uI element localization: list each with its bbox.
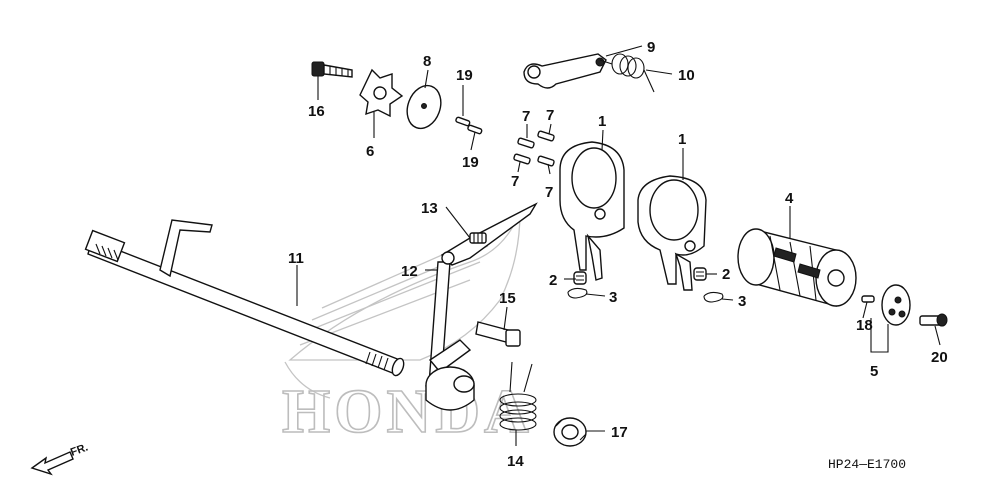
cam-pin-18-part (861, 295, 875, 303)
callout-8: 8 (423, 53, 431, 70)
clip-left-part (567, 287, 588, 299)
callout-17: 17 (611, 424, 628, 441)
gearshift-spindle-part (84, 219, 405, 377)
callout-1-left: 1 (598, 113, 606, 130)
callout-18: 18 (856, 317, 873, 334)
callout-7-d: 7 (545, 184, 553, 201)
callout-7-a: 7 (522, 108, 530, 125)
callout-14: 14 (507, 453, 524, 470)
fork-pin-right-part (693, 267, 707, 281)
clip-right-part (703, 291, 724, 303)
callout-1-right: 1 (678, 131, 686, 148)
callout-3-left: 3 (609, 289, 617, 306)
fork-pin-left-part (573, 271, 587, 285)
shift-cam-part (881, 284, 911, 326)
callout-3-right: 3 (738, 293, 746, 310)
callout-6: 6 (366, 143, 374, 160)
callout-4: 4 (785, 190, 794, 207)
shift-fork-left-part (559, 141, 625, 281)
stopper-plate-part (359, 68, 404, 118)
callout-2-right: 2 (722, 266, 730, 283)
plate-8-part (406, 84, 442, 130)
dowel-pins-19-part (455, 116, 483, 135)
gearshift-arm-part (425, 202, 538, 411)
cam-bolt-20-part (919, 313, 948, 327)
callout-7-b: 7 (546, 107, 554, 124)
callout-19-bottom: 19 (462, 154, 479, 171)
callout-11: 11 (288, 250, 304, 267)
pin-13-part (469, 232, 487, 244)
callout-10: 10 (678, 67, 695, 84)
front-direction-arrow: FR. (30, 441, 90, 476)
callout-5: 5 (870, 363, 878, 380)
oil-seal-part (553, 417, 587, 447)
shift-drum-part (737, 228, 857, 307)
callout-labels: 1 1 2 2 3 3 4 5 6 7 7 7 7 8 9 10 11 12 1… (288, 39, 948, 470)
diagram-code: HP24—E1700 (828, 457, 906, 472)
callout-7-c: 7 (511, 173, 519, 190)
callout-12: 12 (401, 263, 418, 280)
callout-2-left: 2 (549, 272, 557, 289)
callout-9: 9 (647, 39, 655, 56)
callout-15: 15 (499, 290, 516, 307)
callout-13: 13 (421, 200, 438, 217)
spring-10-part (599, 53, 655, 93)
guide-pins-7-part (513, 130, 555, 167)
callout-19-top: 19 (456, 67, 473, 84)
honda-watermark-text: HONDA (282, 378, 533, 446)
callout-16: 16 (308, 103, 325, 120)
front-direction-label: FR. (69, 441, 90, 458)
callout-20: 20 (931, 349, 948, 366)
bolt-16-part (311, 61, 353, 78)
return-spring-part (499, 361, 537, 431)
shift-fork-right-part (637, 175, 707, 291)
bolt-15-part (475, 321, 521, 347)
stopper-arm-part (523, 53, 607, 89)
leader-lines (296, 45, 941, 446)
